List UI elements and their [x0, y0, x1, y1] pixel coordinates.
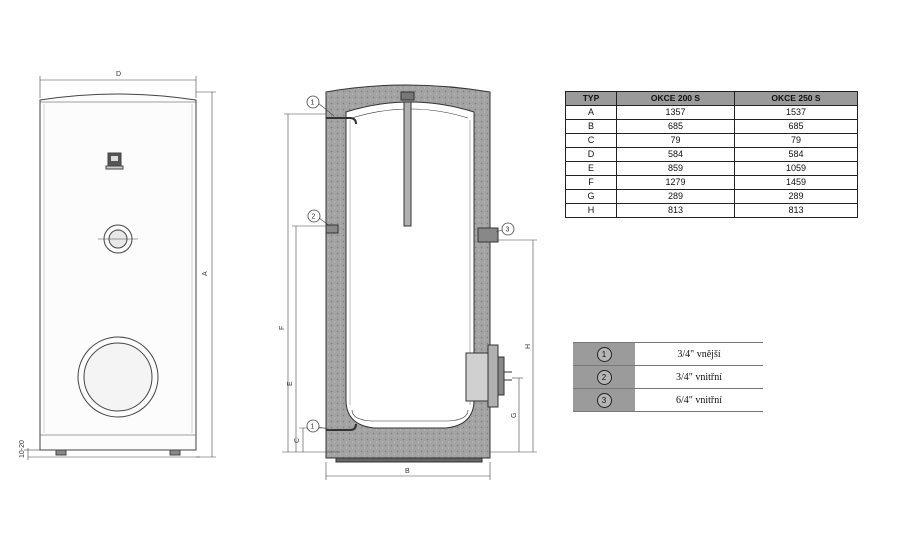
marker-1-bottom: 1	[306, 419, 333, 433]
value-250: 79	[734, 133, 858, 148]
value-250: 685	[734, 119, 858, 134]
section-dimensions	[282, 113, 537, 480]
legend-row: 2 3/4" vnitřní	[573, 365, 763, 389]
value-250: 1537	[734, 105, 858, 120]
table-row: C 79 79	[565, 133, 858, 148]
legend-number-cell: 1	[573, 342, 635, 366]
value-250: 584	[734, 147, 858, 162]
dim-label-a: A	[202, 271, 209, 276]
marker-2-label: 2	[312, 214, 316, 221]
dim-label-foot: 10-20	[19, 440, 26, 458]
legend-number: 1	[596, 346, 612, 362]
header-okce-250: OKCE 250 S	[734, 91, 858, 106]
dim-label-h: H	[525, 344, 532, 349]
value-250: 813	[734, 203, 858, 218]
dim-label-d: D	[116, 71, 121, 78]
value-200: 289	[616, 189, 735, 204]
legend-number-cell: 2	[573, 365, 635, 389]
dim-label-e: E	[287, 381, 294, 386]
row-label: G	[565, 189, 617, 204]
legend-row: 1 3/4" vnější	[573, 342, 763, 366]
legend-label: 6/4" vnitřní	[635, 388, 763, 412]
section-view	[325, 84, 512, 463]
legend-number: 3	[596, 392, 612, 408]
dim-label-f: F	[279, 326, 286, 330]
marker-3-label: 3	[506, 227, 510, 234]
connections-legend: 1 3/4" vnější 2 3/4" vnitřní 3 6/4" vnit…	[573, 342, 763, 412]
value-200: 859	[616, 161, 735, 176]
legend-row: 3 6/4" vnitřní	[573, 388, 763, 412]
value-200: 1279	[616, 175, 735, 190]
row-label: D	[565, 147, 617, 162]
marker-1-bottom-label: 1	[311, 424, 315, 431]
table-row: F 1279 1459	[565, 175, 858, 190]
header-typ: TYP	[565, 91, 617, 106]
value-250: 1459	[734, 175, 858, 190]
legend-number: 2	[596, 369, 612, 385]
row-label: B	[565, 119, 617, 134]
marker-1: 1	[306, 95, 335, 117]
marker-1-label: 1	[311, 100, 315, 107]
marker-3: 3	[495, 222, 515, 236]
value-200: 1357	[616, 105, 735, 120]
marker-2: 2	[307, 209, 331, 227]
value-200: 79	[616, 133, 735, 148]
table-row: B 685 685	[565, 119, 858, 134]
value-250: 1059	[734, 161, 858, 176]
dim-label-c: C	[294, 438, 301, 443]
dimensions-table-header: TYP OKCE 200 S OKCE 250 S	[565, 91, 858, 106]
dim-label-b: B	[405, 468, 410, 475]
row-label: A	[565, 105, 617, 120]
value-250: 289	[734, 189, 858, 204]
row-label: E	[565, 161, 617, 176]
value-200: 813	[616, 203, 735, 218]
value-200: 584	[616, 147, 735, 162]
table-row: E 859 1059	[565, 161, 858, 176]
dimensions-table: TYP OKCE 200 S OKCE 250 S A 1357 1537 B …	[565, 91, 858, 218]
header-okce-200: OKCE 200 S	[616, 91, 735, 106]
table-row: A 1357 1537	[565, 105, 858, 120]
front-view	[24, 76, 216, 460]
table-row: H 813 813	[565, 203, 858, 218]
dim-label-g: G	[511, 413, 518, 418]
table-row: G 289 289	[565, 189, 858, 204]
value-200: 685	[616, 119, 735, 134]
table-row: D 584 584	[565, 147, 858, 162]
legend-number-cell: 3	[573, 388, 635, 412]
row-label: F	[565, 175, 617, 190]
legend-label: 3/4" vnější	[635, 342, 763, 366]
row-label: H	[565, 203, 617, 218]
row-label: C	[565, 133, 617, 148]
legend-label: 3/4" vnitřní	[635, 365, 763, 389]
